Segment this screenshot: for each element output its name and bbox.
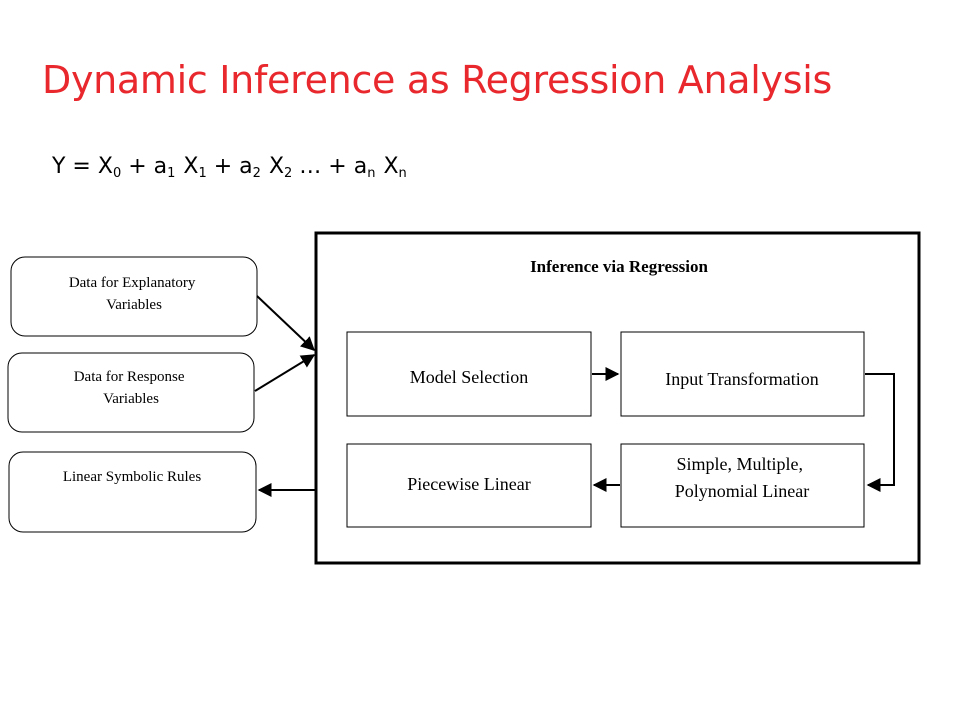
formula-a1-subscript: 1 — [167, 166, 176, 181]
model-selection-box — [346, 331, 592, 417]
formula-term-a2: + a — [206, 154, 253, 179]
piecewise-linear-box — [346, 443, 592, 528]
formula-term-a1: + a — [121, 154, 168, 179]
regression-types-line-1: Simple, Multiple, — [676, 454, 803, 474]
regression-types-box — [620, 443, 865, 528]
slide-title: Dynamic Inference as Regression Analysis — [42, 58, 832, 102]
formula-xn-subscript: n — [398, 166, 407, 181]
symbolic-rules-box — [8, 451, 257, 533]
regression-types-label: Simple, Multiple, Polynomial Linear — [675, 454, 809, 501]
response-data-label: Data for Response Variables — [74, 369, 189, 407]
input-transformation-box — [620, 331, 865, 417]
formula-term-an: … + a — [292, 154, 368, 179]
transformation-to-regression-arrow — [865, 373, 895, 492]
inference-panel-title: Inference via Regression — [530, 257, 708, 276]
model-selection-label: Model Selection — [410, 367, 528, 387]
response-line-1: Data for Response — [74, 369, 185, 385]
response-line-2: Variables — [103, 391, 159, 407]
piecewise-linear-label: Piecewise Linear — [407, 474, 530, 494]
formula-x2: X — [268, 154, 285, 179]
response-data-box — [7, 352, 255, 433]
formula-xn: X — [383, 154, 399, 179]
response-arrow — [254, 354, 316, 392]
formula-lhs: Y = X — [52, 154, 113, 179]
explanatory-data-label: Data for Explanatory Variables — [69, 275, 199, 313]
explanatory-line-2: Variables — [106, 297, 162, 313]
formula-x1-subscript: 1 — [198, 166, 207, 181]
formula-x1: X — [183, 154, 199, 179]
formula-x2-subscript: 2 — [284, 166, 293, 181]
explanatory-arrow — [256, 295, 316, 351]
formula-x0-subscript: 0 — [112, 166, 122, 181]
formula-a2-subscript: 2 — [252, 166, 261, 181]
regression-types-line-2: Polynomial Linear — [675, 481, 809, 501]
explanatory-line-1: Data for Explanatory — [69, 275, 196, 291]
formula-an-subscript: n — [367, 166, 376, 181]
input-transformation-label: Input Transformation — [665, 369, 819, 389]
symbolic-rules-label: Linear Symbolic Rules — [63, 469, 201, 485]
